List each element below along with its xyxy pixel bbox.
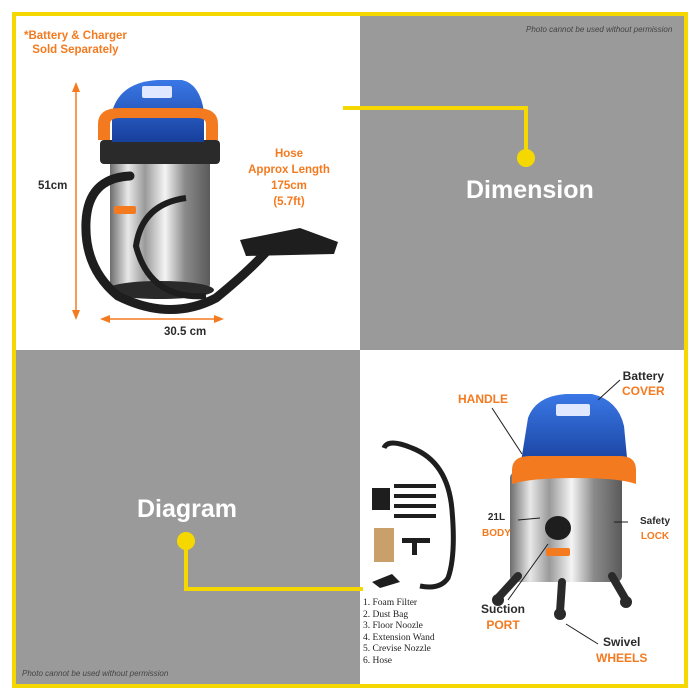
- vacuum-dimension-image: [81, 80, 338, 314]
- width-arrow: [100, 315, 224, 323]
- handle-label: HANDLE: [458, 392, 508, 406]
- swivel-wheels-label: Swivel WHEELS: [596, 634, 647, 666]
- safety-lock-label-orange: LOCK: [640, 531, 670, 542]
- hose-length-cm: 175cm: [271, 180, 307, 192]
- battery-cover-label: Battery COVER: [622, 369, 665, 399]
- body-label-orange: BODY: [482, 528, 511, 539]
- diagram-connector: [177, 532, 363, 591]
- part-pointers: [491, 379, 628, 645]
- battery-sold-separately-note: *Battery & Charger Sold Separately: [24, 29, 127, 57]
- accessory-list: 1. Foam Filter 2. Dust Bag 3. Floor Nooz…: [363, 598, 435, 668]
- accessories-image: [372, 440, 456, 590]
- hose-subtitle: Approx Length: [248, 164, 330, 176]
- safety-lock-label: Safety LOCK: [640, 514, 670, 544]
- list-item: 4. Extension Wand: [363, 632, 435, 643]
- body-label: 21L BODY: [482, 510, 511, 542]
- list-item: 6. Hose: [363, 655, 393, 666]
- height-arrow: [72, 82, 80, 320]
- body-label-dark: 21L: [487, 512, 506, 523]
- hose-length-ft: (5.7ft): [273, 196, 305, 208]
- battery-note-line2: Sold Separately: [32, 44, 119, 56]
- list-item: 1. Foam Filter: [363, 598, 418, 608]
- battery-cover-label-orange: COVER: [622, 384, 665, 398]
- safety-lock-label-dark: Safety: [640, 516, 671, 527]
- dimension-heading: Dimension: [466, 176, 594, 204]
- diagram-label-panel: [16, 350, 360, 684]
- dimension-label-panel: [360, 16, 684, 350]
- battery-note-line1: *Battery & Charger: [24, 30, 127, 42]
- battery-cover-label-dark: Battery: [622, 369, 665, 383]
- list-item: 3. Floor Noozle: [363, 621, 423, 632]
- suction-port-label: Suction PORT: [481, 601, 525, 633]
- height-dimension-label: 51cm: [38, 180, 68, 192]
- dimension-connector: [343, 106, 535, 167]
- permission-notice-top: Photo cannot be used without permission: [526, 25, 673, 34]
- swivel-wheels-label-dark: Swivel: [602, 635, 641, 649]
- list-item: 2. Dust Bag: [363, 609, 409, 620]
- diagram-heading: Diagram: [137, 495, 238, 523]
- vacuum-parts-image: [492, 394, 636, 620]
- hose-title: Hose: [274, 148, 304, 160]
- hose-length-note: Hose Approx Length 175cm (5.7ft): [246, 146, 332, 210]
- suction-port-label-dark: Suction: [481, 602, 525, 616]
- list-item: 5. Crevise Nozzle: [363, 644, 431, 655]
- swivel-wheels-label-orange: WHEELS: [596, 651, 648, 665]
- permission-notice-bottom: Photo cannot be used without permission: [22, 669, 169, 678]
- suction-port-label-orange: PORT: [486, 618, 520, 632]
- width-dimension-label: 30.5 cm: [164, 326, 207, 338]
